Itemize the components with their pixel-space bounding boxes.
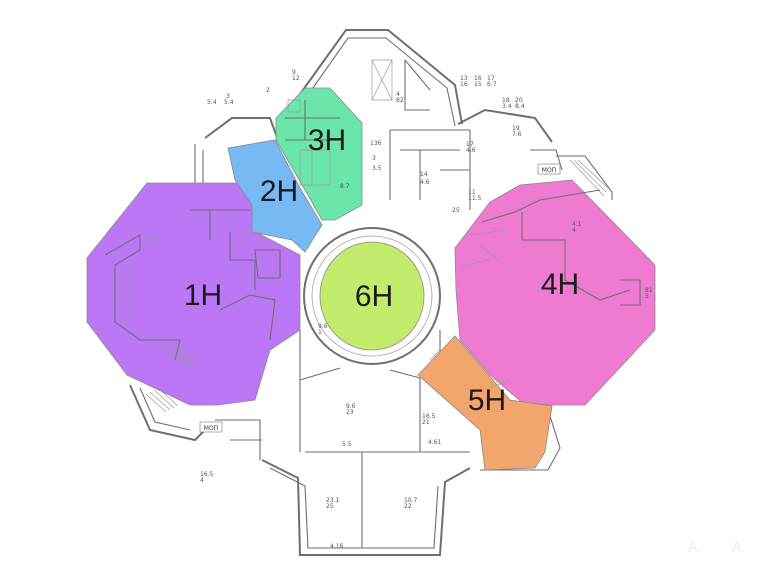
room-number: 4 <box>396 91 400 98</box>
room-number: 19 <box>512 125 520 132</box>
room-number: 3 <box>226 93 230 100</box>
room-number: 25 <box>452 207 460 214</box>
room-number: 4.6 <box>466 147 476 154</box>
zone-labels: 1H 2H 3H 4H 5H 6H <box>184 124 579 417</box>
room-number: 15 <box>474 81 482 88</box>
room-number: 5 <box>645 293 649 300</box>
room-number: 4 <box>200 477 204 484</box>
room-number: 20 <box>515 97 523 104</box>
room-number: 25 <box>326 503 334 510</box>
room-number: 8.4 <box>515 103 525 110</box>
room-number: 3.5 <box>372 165 382 172</box>
mop-tag-left: МОП <box>204 425 218 432</box>
room-number: 9.6 <box>318 323 328 330</box>
zone-3H-area[interactable] <box>275 87 363 221</box>
room-number: 23 <box>346 409 354 416</box>
room-number: 3 <box>372 155 376 162</box>
room-number: 16.5 <box>200 471 214 478</box>
zone-5H-area[interactable] <box>417 335 553 471</box>
room-number: 1 <box>318 329 322 336</box>
watermark: A <box>688 540 698 556</box>
zone-1H-label: 1H <box>184 279 222 312</box>
room-number: 23.1 <box>326 497 340 504</box>
room-number: 4.6 <box>420 179 430 186</box>
room-number: 82 <box>396 97 404 104</box>
watermark: A <box>732 540 742 556</box>
stair-tags: МОП МОП <box>199 163 561 433</box>
room-number: 6.7 <box>487 81 497 88</box>
mop-tag-right: МОП <box>542 167 556 174</box>
room-number: 21 <box>422 419 430 426</box>
room-number: 2 <box>266 87 270 94</box>
room-number: 13 <box>460 75 468 82</box>
room-number: 12 <box>292 75 300 82</box>
room-number: 16.5 <box>422 413 436 420</box>
room-number: 4.1 <box>572 221 582 228</box>
room-number: 5.4 <box>207 99 217 106</box>
room-number: 18 <box>502 97 510 104</box>
zone-3H-label: 3H <box>308 124 346 157</box>
room-number: 10.7 <box>404 497 418 504</box>
interior-lines <box>104 99 641 389</box>
room-number: 22 <box>404 503 412 510</box>
room-number: 3.4 <box>502 103 512 110</box>
room-number: 17 <box>466 141 474 148</box>
zone-4H-label: 4H <box>541 268 579 301</box>
zone-6H-area[interactable] <box>319 241 425 351</box>
room-number: 7.6 <box>512 131 522 138</box>
zone-2H-area[interactable] <box>227 139 323 253</box>
room-number: 4.61 <box>428 439 442 446</box>
room-number: 81 <box>645 287 653 294</box>
zone-6H-label: 6H <box>355 280 393 313</box>
room-number: 4.16 <box>330 543 344 550</box>
room-number: 16 <box>474 75 482 82</box>
zone-4H-area[interactable] <box>454 179 656 406</box>
room-numbers: 9 12 2 5.4 3 5.4 4 82 13 16 16 15 17 6.7… <box>200 69 653 550</box>
outer-walls <box>129 29 613 556</box>
room-number: 8.7 <box>340 183 350 190</box>
room-number: 4 <box>572 227 576 234</box>
room-number: 14 <box>420 171 428 178</box>
room-number: 5.4 <box>224 99 234 106</box>
room-number: 136 <box>370 140 382 147</box>
room-number: 9.6 <box>346 403 356 410</box>
room-number: 11.5 <box>468 195 482 202</box>
room-number: 11 <box>468 189 476 196</box>
zone-5H-label: 5H <box>468 384 506 417</box>
zone-2H-label: 2H <box>260 175 298 208</box>
room-number: 5.5 <box>342 441 352 448</box>
room-number: 17 <box>487 75 495 82</box>
room-number: 16 <box>460 81 468 88</box>
room-number: 9 <box>292 69 296 76</box>
